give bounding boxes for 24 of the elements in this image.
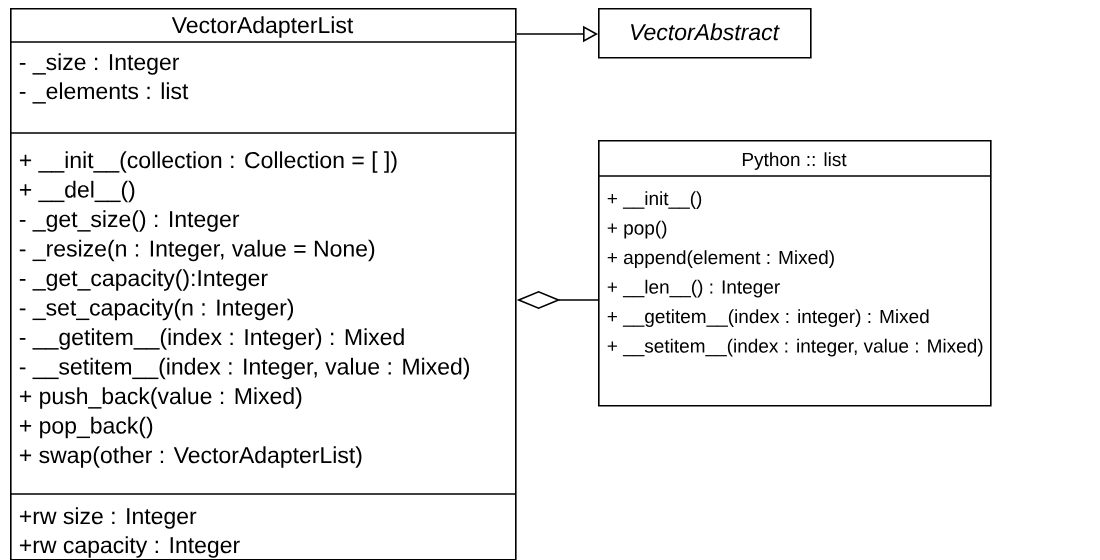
method-text: - _get_capacity():Integer	[19, 269, 268, 291]
attribute-text: - _size : Integer	[19, 53, 180, 75]
method-text: + swap(other : VectorAdapterList)	[19, 446, 362, 468]
method-text: + __del__()	[19, 180, 135, 203]
method-text: + __setitem__(index : integer, value : Mixed)	[607, 338, 983, 357]
method-text: - _get_size() : Integer	[19, 210, 240, 232]
method-text: + pop()	[607, 220, 667, 239]
method-text: + pop_back()	[19, 416, 153, 439]
method-text: + append(element : Mixed)	[607, 250, 834, 268]
method-text: + __len__() : Integer	[607, 279, 780, 298]
method-text: + __init__()	[607, 191, 702, 209]
method-text: + __getitem__(index : integer) : Mixed	[607, 309, 929, 327]
class-name: VectorAbstract	[631, 23, 780, 41]
method-text: - _resize(n : Integer, value = None)	[19, 239, 375, 262]
class-name: Python :: list	[742, 152, 847, 170]
method-text: + push_back(value : Mixed)	[19, 387, 302, 409]
method-text: - __setitem__(index : Integer, value : Mixed)	[19, 357, 470, 380]
attribute-text: - _elements : list	[19, 82, 189, 104]
class-name: VectorAdapterList	[171, 16, 354, 38]
property-text: +rw size : Integer	[19, 507, 197, 529]
property-text: +rw capacity : Integer	[19, 536, 240, 558]
method-text: + __init__(collection : Collection = [ ])	[19, 151, 397, 173]
method-text: - __getitem__(index : Integer) : Mixed	[19, 328, 404, 350]
method-text: - _set_capacity(n : Integer)	[19, 298, 294, 321]
